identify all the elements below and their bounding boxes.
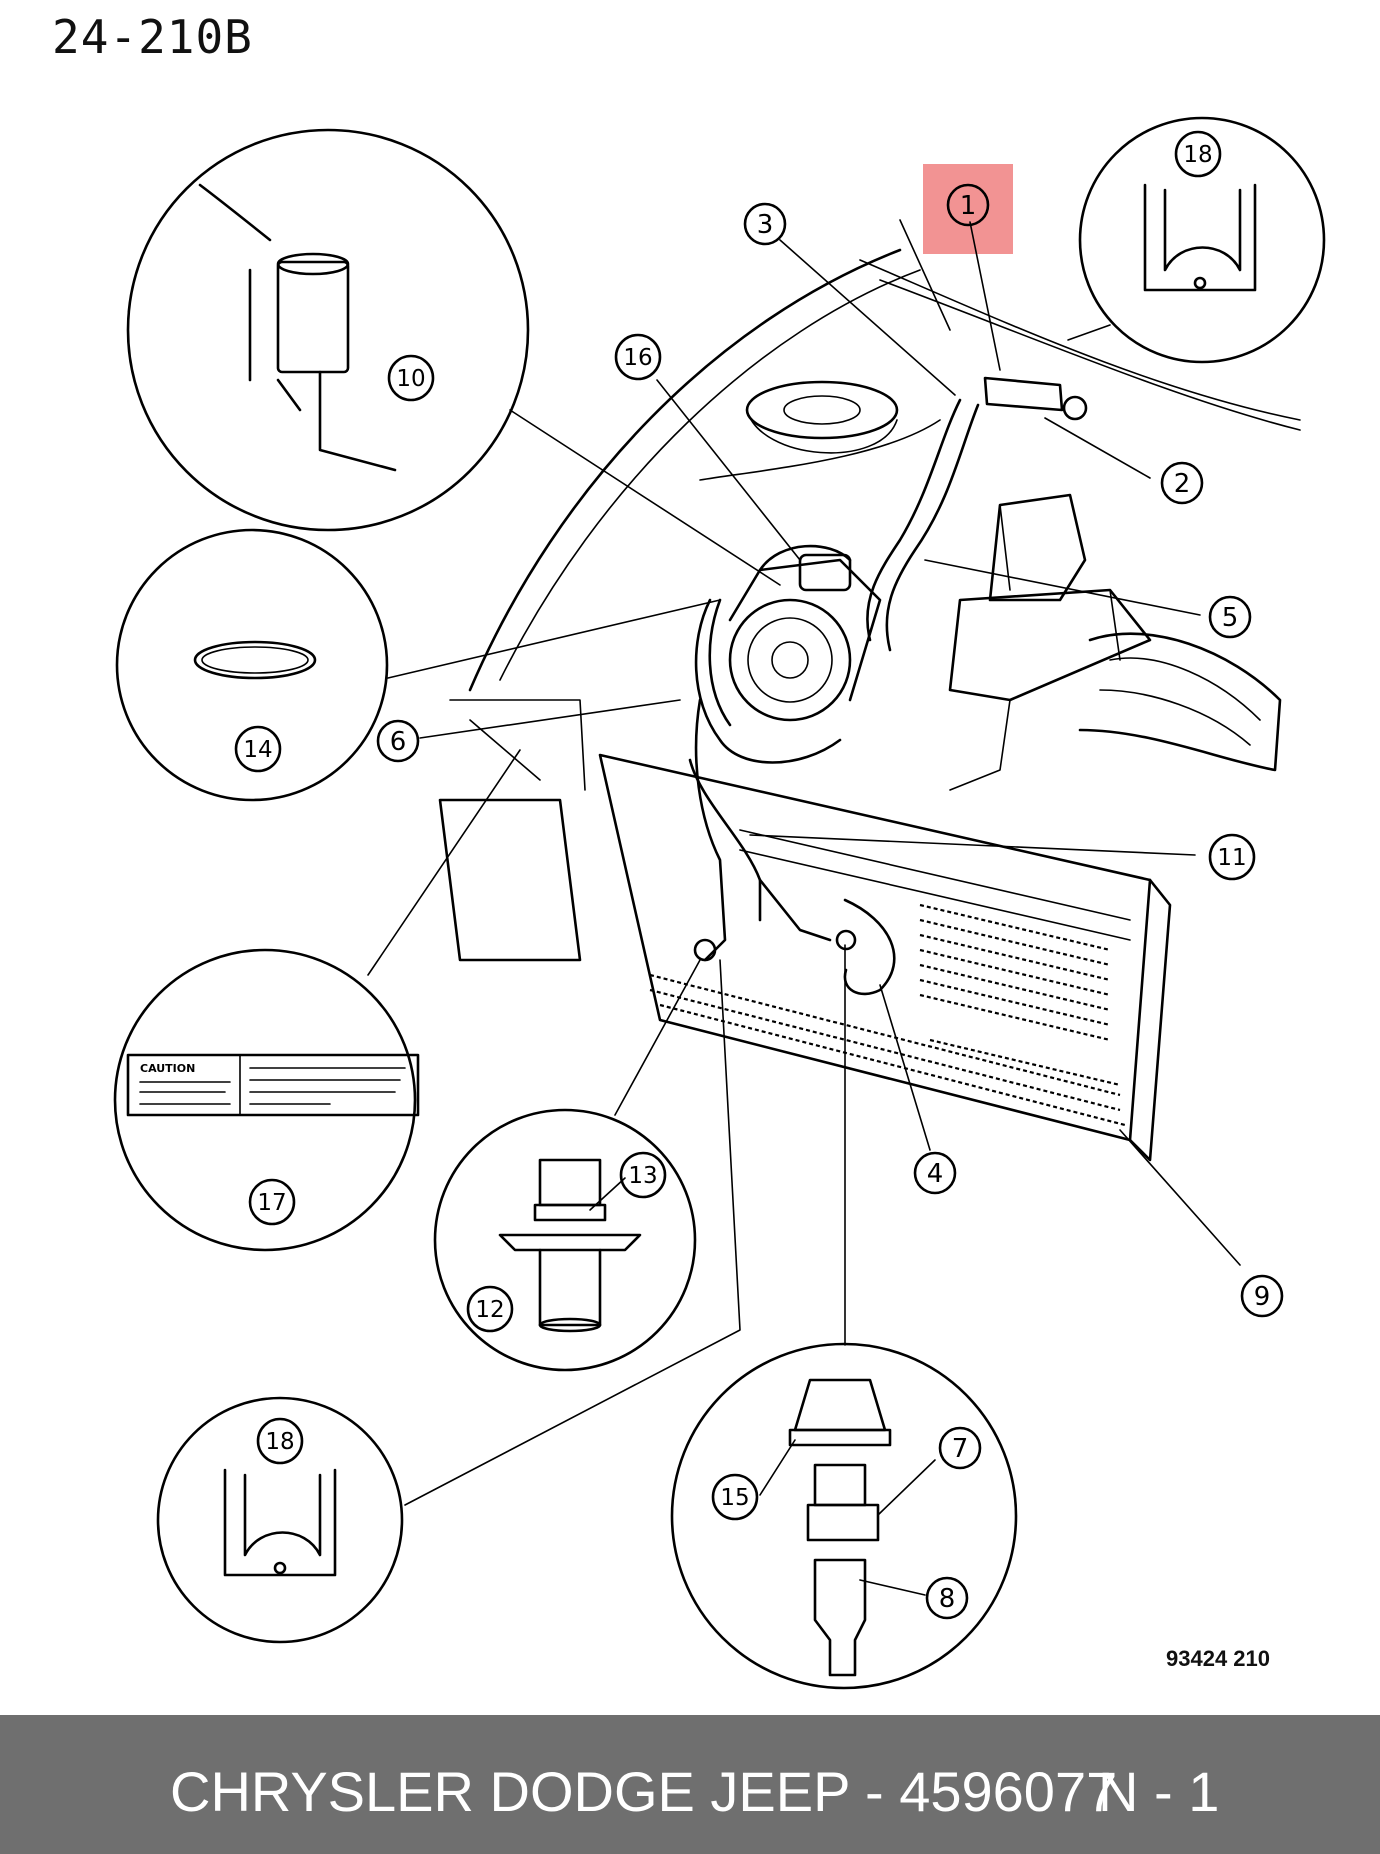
leader-lines xyxy=(367,221,1241,1596)
callout-15[interactable]: 15 xyxy=(711,1473,759,1521)
detail-18-clip-top xyxy=(1078,116,1326,364)
callout-14-label: 14 xyxy=(243,737,272,763)
callout-1[interactable]: 1 xyxy=(946,183,990,227)
detail-18-clip-bottom xyxy=(156,1396,404,1644)
detail-15-7-8-switch xyxy=(670,1342,1018,1690)
detail-14-o-ring xyxy=(115,528,389,802)
callout-6[interactable]: 6 xyxy=(376,719,420,763)
callout-3[interactable]: 3 xyxy=(743,202,787,246)
callout-4-label: 4 xyxy=(927,1159,944,1189)
callout-17-label: 17 xyxy=(257,1190,286,1216)
callout-18-bottom-label: 18 xyxy=(265,1429,294,1455)
callout-14[interactable]: 14 xyxy=(234,725,282,773)
callout-8-label: 8 xyxy=(939,1584,956,1614)
callout-11-label: 11 xyxy=(1217,845,1246,871)
drawing-number: 93424 210 xyxy=(1166,1646,1270,1671)
callout-18-top[interactable]: 18 xyxy=(1174,130,1222,178)
callout-15-label: 15 xyxy=(720,1485,749,1511)
callout-16-label: 16 xyxy=(623,345,652,371)
callout-10[interactable]: 10 xyxy=(387,354,435,402)
callout-13-label: 13 xyxy=(628,1163,657,1189)
callout-2-label: 2 xyxy=(1174,469,1191,499)
callout-6-label: 6 xyxy=(390,727,407,757)
callout-8[interactable]: 8 xyxy=(925,1576,969,1620)
callout-18-top-label: 18 xyxy=(1183,142,1212,168)
callout-1-label: 1 xyxy=(960,191,977,221)
callout-13[interactable]: 13 xyxy=(619,1151,667,1199)
callout-9[interactable]: 9 xyxy=(1240,1274,1284,1318)
ac-system-exploded-diagram: CAUTION xyxy=(113,116,1326,1690)
detail-17-caution-label: CAUTION xyxy=(113,948,420,1252)
part-quantity: N - 1 xyxy=(1098,1760,1220,1823)
callout-3-label: 3 xyxy=(757,210,774,240)
detail-12-13-fitting xyxy=(433,1108,697,1372)
sheet-id: 24-210B xyxy=(52,10,253,64)
footer-bar: CHRYSLER DODGE JEEP - 4596077 N - 1 xyxy=(0,1715,1380,1854)
callout-17[interactable]: 17 xyxy=(248,1178,296,1226)
callout-7[interactable]: 7 xyxy=(938,1426,982,1470)
callout-9-label: 9 xyxy=(1254,1282,1271,1312)
callout-16[interactable]: 16 xyxy=(614,333,662,381)
callout-12[interactable]: 12 xyxy=(466,1285,514,1333)
engine-bay-drawing xyxy=(438,219,1301,1162)
callout-7-label: 7 xyxy=(952,1434,969,1464)
callout-4[interactable]: 4 xyxy=(913,1151,957,1195)
callout-2[interactable]: 2 xyxy=(1160,461,1204,505)
callout-11[interactable]: 11 xyxy=(1208,833,1256,881)
callout-12-label: 12 xyxy=(475,1297,504,1323)
callout-5[interactable]: 5 xyxy=(1208,595,1252,639)
callout-5-label: 5 xyxy=(1222,603,1239,633)
callout-10-label: 10 xyxy=(396,366,425,392)
highlight-box xyxy=(923,164,1013,254)
part-title: CHRYSLER DODGE JEEP - 4596077 xyxy=(170,1760,1118,1823)
caution-label-heading: CAUTION xyxy=(140,1062,195,1075)
detail-10-receiver-drier xyxy=(126,128,530,532)
callout-18-bottom[interactable]: 18 xyxy=(256,1417,304,1465)
